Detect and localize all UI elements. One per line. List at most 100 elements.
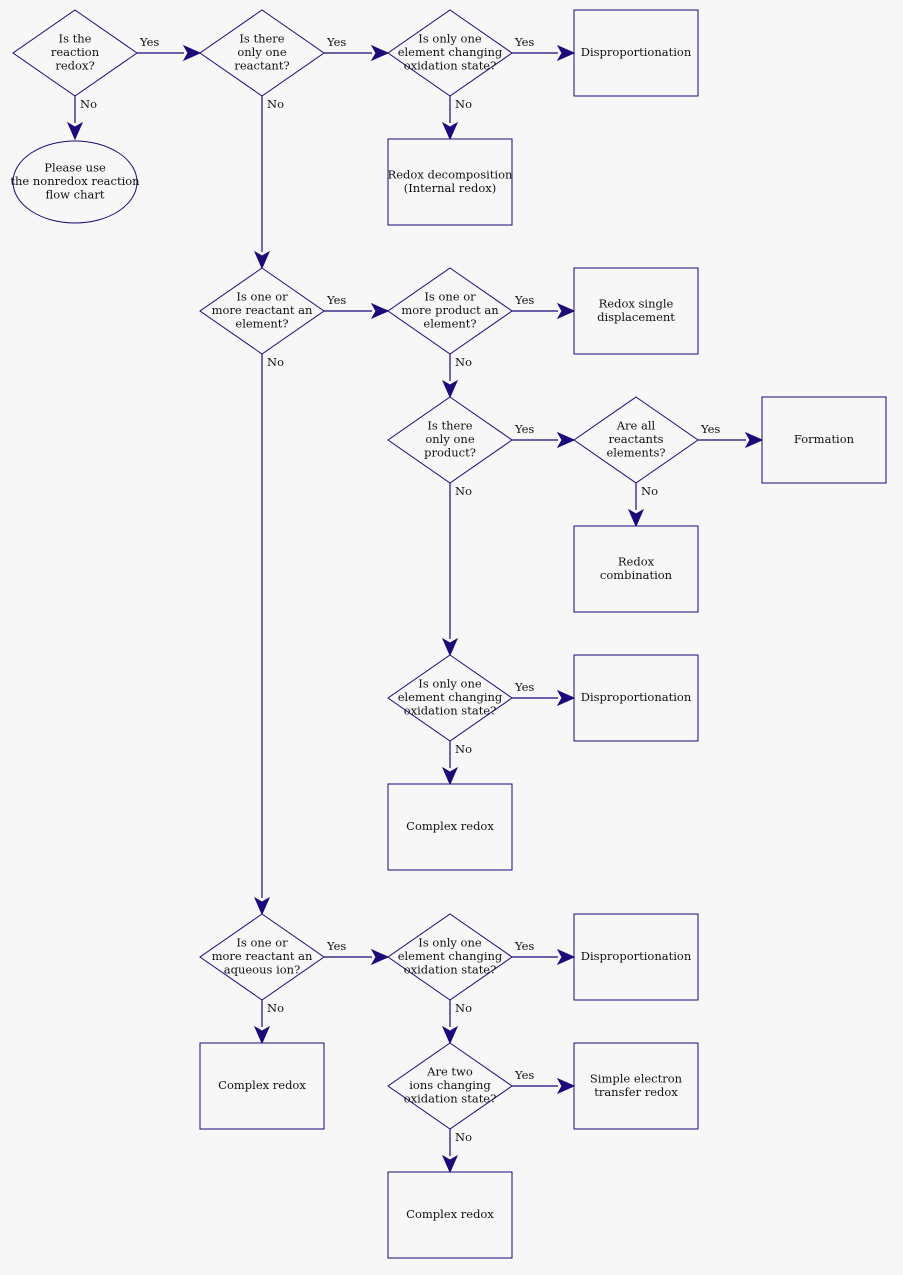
decision-diamond [387,267,513,355]
arrowhead [182,44,202,62]
arrowhead [370,44,390,62]
arrowhead [556,44,576,62]
node-label-line: element changing [398,45,503,59]
node-label-line: Disproportionation [581,45,692,59]
node-label-line: oxidation state? [404,59,497,73]
node-label-line: (Internal redox) [404,181,497,195]
edge-label: No [455,97,472,111]
node-label-line: Complex redox [406,819,494,833]
decision-diamond [12,9,138,97]
node-label-line: oxidation state? [404,1092,497,1106]
edge-q-one-reactant-to-q-one-element-1: Yes [324,35,390,62]
arrowhead [556,1077,576,1095]
outcome-box [573,913,699,1001]
node-complex-redox-1: Complex redox [387,783,513,871]
node-disproportionation-2: Disproportionation [573,654,699,742]
outcome-box [387,1171,513,1259]
outcome-box [761,396,887,484]
arrowhead [370,302,390,320]
decision-diamond [199,9,325,97]
node-label-line: Is there [427,419,472,433]
edge-q-one-element-1-to-redox-decomposition: No [441,96,472,141]
outcome-box [573,525,699,613]
edge-q-one-product-to-q-all-elements: Yes [512,422,576,449]
node-label-line: elements? [606,446,665,460]
node-label-line: Complex redox [218,1078,306,1092]
edge-q-one-element-3-to-disproportionation-3: Yes [512,939,576,966]
edge-label: No [455,484,472,498]
node-label-line: only one [237,45,286,59]
node-disproportionation-1: Disproportionation [573,9,699,97]
arrowhead [441,1025,459,1045]
node-label-line: redox? [55,59,94,73]
edge-label: No [455,1130,472,1144]
node-label-line: Please use [44,161,106,175]
edge-label: No [455,1001,472,1015]
edge-q-all-elements-to-redox-combination: No [627,483,658,528]
node-label-line: Redox [618,554,655,568]
edge-label: Yes [700,422,720,436]
node-label-line: more reactant an [212,949,313,963]
node-label-line: flow chart [46,188,105,202]
edge-label: No [267,1001,284,1015]
node-label-line: Is one or [236,290,288,304]
edge-q-all-elements-to-formation: Yes [698,422,764,449]
node-label-line: Is the [59,32,92,46]
edge-q-aqueous-ion-to-complex-redox-2: No [253,1000,284,1045]
outcome-box [573,654,699,742]
node-complex-redox-2: Complex redox [199,1042,325,1130]
node-complex-redox-3: Complex redox [387,1171,513,1259]
node-label-line: element changing [398,690,503,704]
decision-diamond [387,654,513,742]
arrowhead [556,431,576,449]
node-label-line: combination [600,568,673,582]
decision-diamond [387,1042,513,1130]
edge-q-reactant-element-to-q-aqueous-ion: No [253,354,284,916]
edge-label: Yes [514,35,534,49]
arrowhead [556,948,576,966]
edge-label: Yes [139,35,159,49]
edge-q-redox-to-nonredox: No [66,96,97,141]
edge-label: Yes [326,939,346,953]
node-label-line: only one [425,432,474,446]
arrowhead [253,250,271,270]
outcome-box [573,267,699,355]
edge-label: No [455,742,472,756]
node-label-line: displacement [597,310,675,324]
node-label-line: Is there [239,32,284,46]
node-label-line: reactant? [234,59,289,73]
edge-q-redox-to-q-one-reactant: Yes [137,35,202,62]
node-label-line: Formation [794,432,855,446]
node-label-line: aqueous ion? [224,963,301,977]
edge-q-one-element-2-to-disproportionation-2: Yes [512,680,576,707]
node-label-line: oxidation state? [404,963,497,977]
node-label-line: transfer redox [594,1085,678,1099]
node-label-line: Disproportionation [581,949,692,963]
arrowhead [556,689,576,707]
edge-label: Yes [514,422,534,436]
outcome-box [573,9,699,97]
edge-label: Yes [326,35,346,49]
node-label-line: more reactant an [212,303,313,317]
arrowhead [441,121,459,141]
node-label-line: Redox single [599,296,674,310]
arrowhead [66,121,84,141]
node-label-line: Complex redox [406,1207,494,1221]
arrowhead [253,1025,271,1045]
edge-q-one-product-to-q-one-element-2: No [441,483,472,657]
edge-q-one-reactant-to-q-reactant-element: No [253,96,284,270]
outcome-box [387,783,513,871]
arrowhead [627,508,645,528]
node-label-line: product? [424,446,476,460]
outcome-box [387,138,513,226]
terminal-ellipse [12,140,138,224]
edge-label: Yes [514,680,534,694]
edge-label: No [80,97,97,111]
